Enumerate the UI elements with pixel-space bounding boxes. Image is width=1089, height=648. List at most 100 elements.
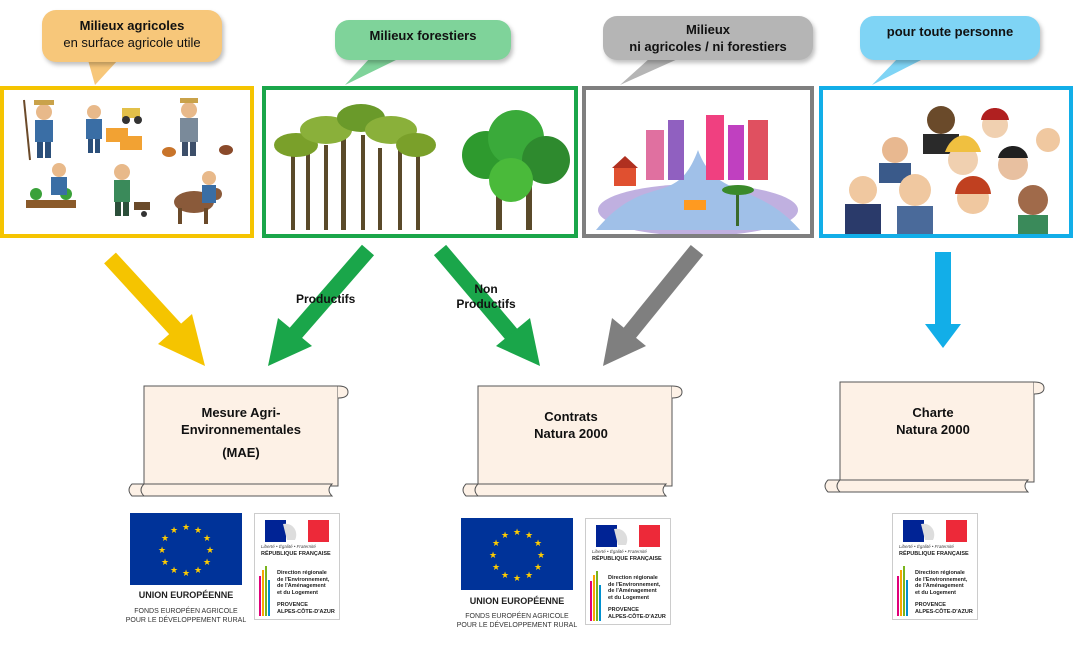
arrow-agricole-to-mae [104, 252, 205, 366]
svg-text:★: ★ [534, 563, 542, 573]
eu-flag: ★★★★ ★★★★ ★★★★ [130, 513, 242, 585]
car-icon [684, 200, 706, 210]
eu-stars-icon: ★★★★ ★★★★ ★★★★ [489, 528, 545, 584]
rainbow-bars-icon [897, 566, 908, 616]
city-illustration [596, 115, 800, 234]
svg-text:★: ★ [182, 523, 190, 533]
rf-republic: RÉPUBLIQUE FRANÇAISE [592, 556, 662, 562]
eu-caption: FONDS EUROPÉEN AGRICOLE POUR LE DÉVELOPP… [120, 607, 252, 625]
farmers-illustration [23, 98, 233, 224]
farmer-figure [86, 105, 102, 153]
house-icon [612, 156, 638, 186]
forest-illustration [274, 104, 570, 230]
bubble-personne-title: pour toute personne [886, 24, 1014, 39]
svg-text:★: ★ [501, 531, 509, 541]
charte-line2: Natura 2000 [896, 422, 970, 437]
bubble-tail-forestier [345, 58, 400, 85]
farmer-figure [51, 163, 67, 195]
mae-line2: Environnementales [181, 422, 301, 437]
tree-icon [274, 104, 436, 230]
bubble-ni: Milieux ni agricoles / ni forestiers [603, 16, 813, 60]
farmer-figure [114, 164, 130, 216]
bubble-agricole-subtitle: en surface agricole utile [63, 35, 201, 50]
eu-flag: ★★★★ ★★★★ ★★★★ [461, 518, 573, 590]
scroll-contrats [462, 385, 683, 497]
farmer-figure [202, 171, 216, 203]
svg-text:★: ★ [203, 534, 211, 544]
rf-dir-3: de l'Aménagement [277, 583, 326, 589]
rf-region-1: PROVENCE [608, 607, 639, 613]
rf-region-2: ALPES-CÔTE-D'AZUR [915, 608, 973, 615]
people-illustration [845, 106, 1060, 234]
svg-text:★: ★ [194, 526, 202, 536]
arrow-productifs-to-mae [268, 244, 375, 366]
bubble-tail-personne [872, 58, 925, 85]
svg-text:★: ★ [534, 539, 542, 549]
frame-forestier [262, 86, 578, 238]
svg-text:★: ★ [501, 571, 509, 581]
rf-dir-4: et du Logement [915, 589, 956, 596]
charte-line1: Charte [912, 405, 954, 420]
eu-caption-2: POUR LE DÉVELOPPEMENT RURAL [456, 622, 578, 629]
bubble-tails [88, 58, 925, 85]
palm-tree-icon [722, 185, 754, 226]
scroll-mae-text: Mesure Agri- Environnementales (MAE) [146, 404, 336, 461]
rf-dir-3: de l'Aménagement [915, 583, 964, 589]
eu-caption: FONDS EUROPÉEN AGRICOLE POUR LE DÉVELOPP… [451, 612, 583, 630]
contrats-line2: Natura 2000 [534, 426, 608, 441]
svg-text:★: ★ [170, 566, 178, 576]
contrats-line1: Contrats [544, 409, 598, 424]
arrow-ni-to-contrats [603, 244, 704, 366]
svg-text:★: ★ [170, 526, 178, 536]
rf-dir-4: et du Logement [608, 594, 649, 601]
frame-ni [582, 86, 814, 238]
svg-text:★: ★ [513, 528, 521, 538]
chicken-icon [162, 145, 233, 157]
bubble-agricole: Milieux agricoles en surface agricole ut… [42, 10, 222, 62]
rf-motto: Liberté • Égalité • Fraternité [261, 544, 316, 549]
rf-region-2: ALPES-CÔTE-D'AZUR [277, 608, 335, 615]
eu-caption-1: FONDS EUROPÉEN AGRICOLE [465, 613, 569, 620]
label-non-productifs: Non Productifs [446, 282, 526, 312]
bubble-tail-agricole [88, 60, 118, 85]
marianne-icon [903, 520, 967, 542]
scroll-charte-text: Charte Natura 2000 [838, 404, 1028, 438]
rf-dir-1: Direction régionale [277, 570, 327, 576]
rf-dir-4: et du Logement [277, 589, 318, 596]
road-shape [596, 150, 800, 230]
rf-logo: Liberté • Égalité • Fraternité RÉPUBLIQU… [254, 513, 340, 620]
eu-stars-icon: ★★★★ ★★★★ ★★★★ [158, 523, 214, 579]
rainbow-bars-icon [590, 571, 601, 621]
bubble-ni-subtitle: ni agricoles / ni forestiers [629, 39, 787, 54]
rf-region: PROVENCE ALPES-CÔTE-D'AZUR [915, 602, 975, 615]
scroll-mae [128, 385, 349, 497]
people-crowd-icon [845, 106, 1060, 234]
svg-text:★: ★ [161, 558, 169, 568]
eu-title: UNION EUROPÉENNE [138, 590, 234, 600]
rf-region-1: PROVENCE [915, 602, 946, 608]
arrow-personne-to-charte [925, 252, 961, 348]
rf-dir-3: de l'Aménagement [608, 588, 657, 594]
eu-caption-1: FONDS EUROPÉEN AGRICOLE [134, 608, 238, 615]
mae-line1: Mesure Agri- [201, 405, 281, 420]
frame-agricole [0, 86, 254, 238]
rf-dir-2: de l'Environnement, [915, 576, 968, 583]
svg-text:★: ★ [203, 558, 211, 568]
tree-icon [462, 110, 570, 230]
building-icon [646, 115, 768, 180]
svg-text:★: ★ [525, 531, 533, 541]
svg-text:★: ★ [161, 534, 169, 544]
svg-text:★: ★ [182, 569, 190, 579]
scroll-contrats-text: Contrats Natura 2000 [476, 408, 666, 442]
svg-text:★: ★ [489, 551, 497, 561]
farmer-figure [23, 99, 54, 161]
svg-text:★: ★ [194, 566, 202, 576]
svg-text:★: ★ [206, 546, 214, 556]
rf-region: PROVENCE ALPES-CÔTE-D'AZUR [277, 602, 337, 615]
bubble-forestier: Milieux forestiers [335, 20, 511, 60]
eu-title: UNION EUROPÉENNE [469, 596, 565, 606]
arrow-non-productifs-to-contrats [433, 244, 540, 366]
marianne-icon [596, 525, 660, 547]
rf-logo: Liberté • Égalité • Fraternité RÉPUBLIQU… [585, 518, 671, 625]
marianne-icon [265, 520, 329, 542]
